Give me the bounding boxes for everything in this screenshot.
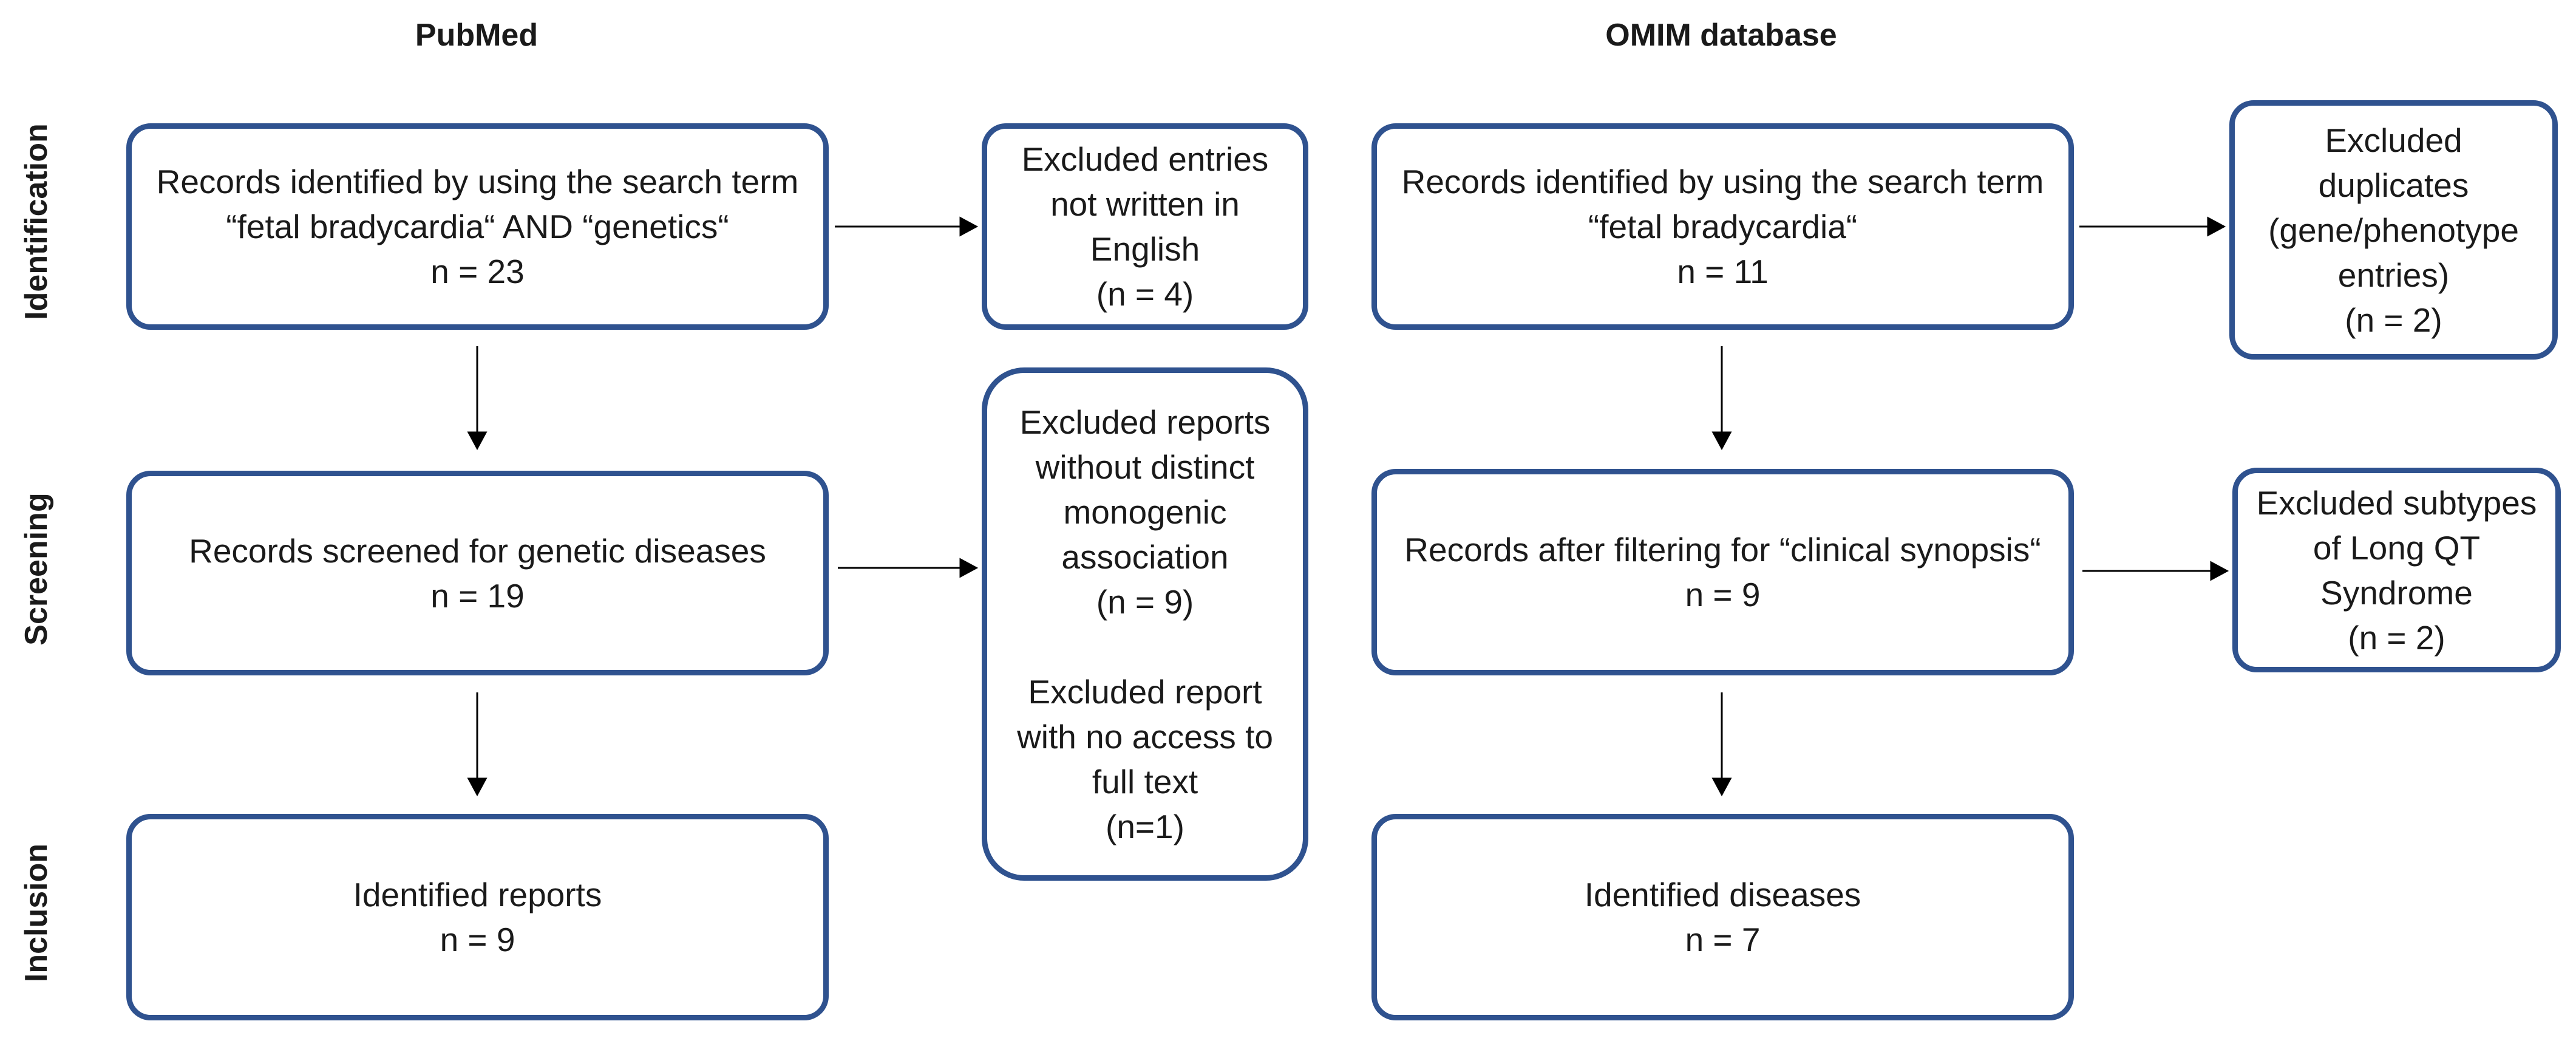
box-text: Excluded entries bbox=[1021, 140, 1269, 178]
box-text: (n = 9) bbox=[1096, 582, 1194, 621]
box-text: monogenic bbox=[1063, 493, 1227, 531]
box-text: (n=1) bbox=[1106, 807, 1184, 845]
box-text: with no access to bbox=[1017, 717, 1273, 756]
box-text: Excluded report bbox=[1028, 672, 1262, 711]
box-text: without distinct bbox=[1035, 448, 1255, 486]
pubmed-identification-box: Records identified by using the search t… bbox=[126, 123, 829, 330]
box-text: full text bbox=[1092, 762, 1198, 801]
box-text: Identified diseases bbox=[1584, 876, 1861, 913]
omim-subtypes-exclusion-box: Excluded subtypes of Long QT Syndrome (n… bbox=[2232, 468, 2561, 672]
arrowhead-icon bbox=[1711, 431, 1732, 451]
box-text: Records identified by using the search t… bbox=[156, 163, 799, 200]
arrowhead-icon bbox=[467, 431, 488, 451]
arrowhead-icon bbox=[2207, 216, 2226, 237]
box-text: entries) bbox=[2337, 256, 2450, 294]
box-text: n = 9 bbox=[440, 921, 515, 958]
omim-duplicates-exclusion-box: Excluded duplicates (gene/phenotype entr… bbox=[2229, 100, 2558, 360]
box-text: n = 19 bbox=[430, 576, 525, 615]
pubmed-screening-box: Records screened for genetic diseases n … bbox=[126, 471, 829, 675]
box-text: (n = 4) bbox=[1096, 275, 1194, 313]
box-text: n = 11 bbox=[1677, 253, 1769, 290]
box-text: Records after filtering for “clinical sy… bbox=[1404, 531, 2041, 569]
arrowhead-icon bbox=[2210, 561, 2229, 581]
arrowhead-icon bbox=[959, 216, 979, 237]
box-text: n = 7 bbox=[1685, 921, 1761, 958]
box-text: of Long QT bbox=[2313, 528, 2481, 567]
box-text: English bbox=[1090, 230, 1200, 268]
box-text: (gene/phenotype bbox=[2268, 211, 2519, 249]
pubmed-screening-exclusion-box: Excluded reports without distinct monoge… bbox=[982, 367, 1308, 881]
box-text: Excluded reports bbox=[1019, 403, 1271, 441]
box-text: Identified reports bbox=[353, 876, 602, 913]
box-text: Records screened for genetic diseases bbox=[189, 531, 766, 570]
box-text: not written in bbox=[1050, 185, 1240, 223]
arrowhead-icon bbox=[1711, 777, 1732, 797]
box-text: (n = 2) bbox=[2345, 301, 2442, 339]
box-text: n = 9 bbox=[1685, 576, 1761, 613]
box-text: n = 23 bbox=[430, 253, 525, 290]
omim-screening-box: Records after filtering for “clinical sy… bbox=[1371, 469, 2074, 675]
box-text: duplicates bbox=[2318, 166, 2469, 204]
omim-inclusion-box: Identified diseases n = 7 bbox=[1371, 814, 2074, 1020]
box-text: Records identified by using the search t… bbox=[1401, 163, 2044, 200]
box-text: Syndrome bbox=[2320, 573, 2473, 612]
pubmed-column-header: PubMed bbox=[415, 18, 539, 53]
arrowhead-icon bbox=[959, 558, 979, 578]
box-text: “fetal bradycardia“ AND “genetics“ bbox=[226, 208, 729, 245]
omim-identification-box: Records identified by using the search t… bbox=[1371, 123, 2074, 330]
box-text: (n = 2) bbox=[2348, 618, 2445, 657]
arrowhead-icon bbox=[467, 777, 488, 797]
box-text: “fetal bradycardia“ bbox=[1588, 208, 1858, 245]
box-text: Excluded bbox=[2325, 121, 2462, 159]
box-text: Excluded subtypes bbox=[2256, 483, 2537, 522]
pubmed-inclusion-box: Identified reports n = 9 bbox=[126, 814, 829, 1020]
box-text: association bbox=[1061, 538, 1229, 576]
omim-column-header: OMIM database bbox=[1605, 18, 1837, 53]
pubmed-language-exclusion-box: Excluded entries not written in English … bbox=[982, 123, 1308, 330]
